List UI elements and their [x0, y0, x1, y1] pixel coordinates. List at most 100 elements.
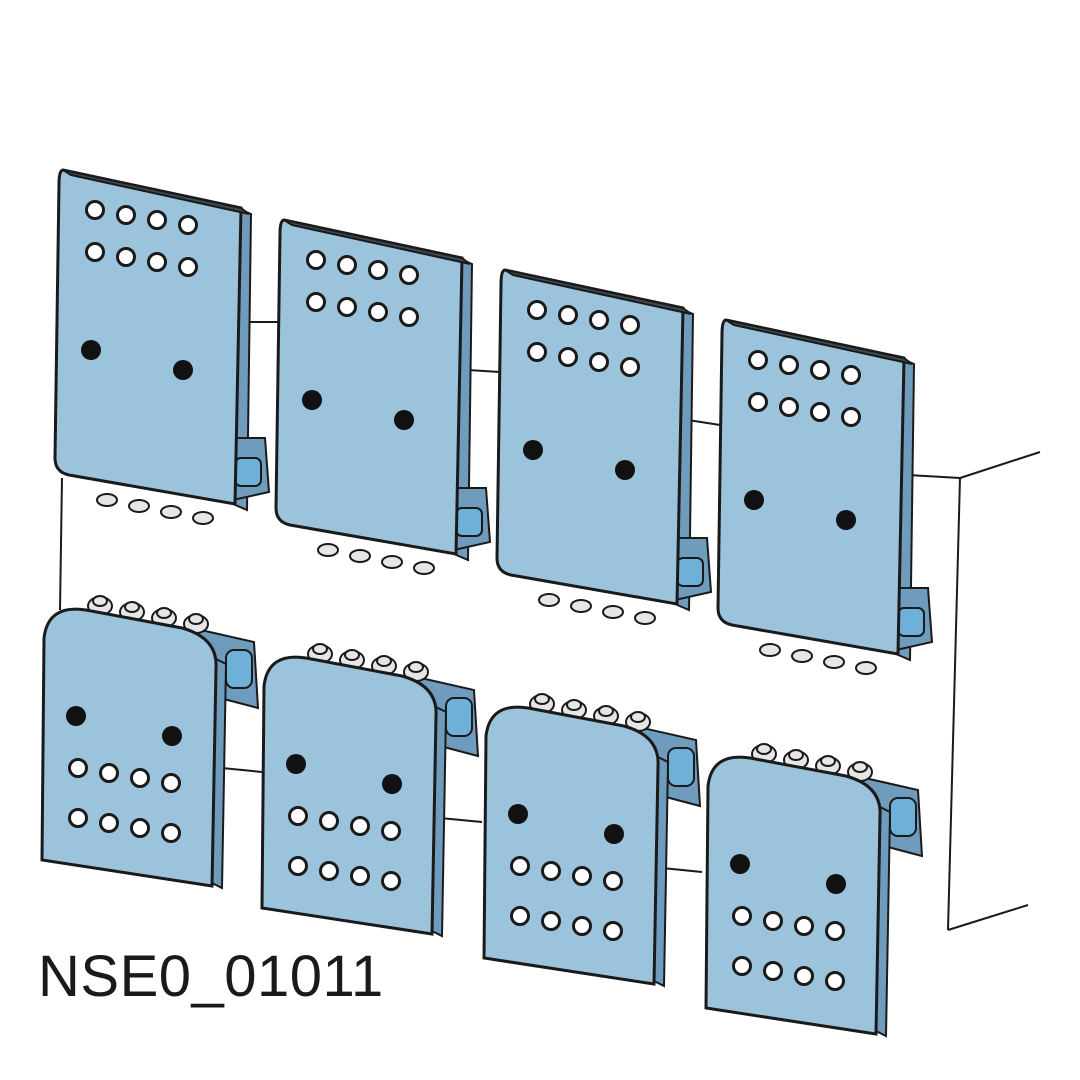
mounting-hole	[763, 961, 783, 981]
bolt-hole	[508, 804, 528, 824]
plate-lug-face	[676, 557, 704, 587]
mounting-hole	[572, 866, 592, 886]
plate-lug-face	[225, 649, 253, 689]
mounting-hole	[381, 871, 401, 891]
mounting-hole	[748, 392, 768, 412]
nut-top	[188, 613, 204, 625]
mounting-hole	[399, 265, 419, 285]
bolt-hole	[302, 390, 322, 410]
mounting-hole	[68, 808, 88, 828]
mounting-hole	[620, 357, 640, 377]
mounting-hole	[288, 806, 308, 826]
mounting-hole	[319, 811, 339, 831]
lower-plate-3	[482, 693, 702, 988]
connector-wire	[221, 767, 263, 773]
mounting-hole	[763, 911, 783, 931]
bolt-hole	[523, 440, 543, 460]
mounting-hole	[399, 307, 419, 327]
mounting-hole	[589, 310, 609, 330]
upper-plate-4	[716, 318, 934, 675]
mounting-hole	[178, 215, 198, 235]
connector-wire	[907, 474, 961, 479]
bolt-hole	[604, 824, 624, 844]
nut	[791, 649, 813, 663]
bolt-hole	[286, 754, 306, 774]
plates-group	[40, 168, 934, 1038]
mounting-hole	[85, 242, 105, 262]
mounting-hole	[841, 407, 861, 427]
upper-plate-3	[495, 268, 713, 625]
mounting-hole	[288, 856, 308, 876]
connector-wire	[959, 451, 1041, 479]
nut	[570, 599, 592, 613]
nut-top	[788, 749, 804, 761]
mounting-hole	[147, 210, 167, 230]
mounting-hole	[130, 818, 150, 838]
nut	[128, 499, 150, 513]
bolt-hole	[730, 854, 750, 874]
nut	[96, 493, 118, 507]
plate-lug-face	[234, 457, 262, 487]
mounting-hole	[368, 302, 388, 322]
nut	[759, 643, 781, 657]
nut-top	[408, 661, 424, 673]
nut	[823, 655, 845, 669]
nut-top	[376, 655, 392, 667]
plate-top-edge	[283, 219, 471, 265]
nut	[349, 549, 371, 563]
mounting-hole	[825, 971, 845, 991]
lower-plate-1	[40, 595, 260, 890]
mounting-hole	[558, 305, 578, 325]
mounting-hole	[841, 365, 861, 385]
mounting-hole	[116, 247, 136, 267]
plate-top-edge	[725, 319, 913, 365]
bolt-hole	[615, 460, 635, 480]
lower-plate-2	[260, 643, 480, 938]
mounting-hole	[161, 823, 181, 843]
mounting-hole	[794, 966, 814, 986]
bolt-hole	[162, 726, 182, 746]
mounting-hole	[748, 350, 768, 370]
mounting-hole	[825, 921, 845, 941]
plate-lug-face	[897, 607, 925, 637]
mounting-hole	[147, 252, 167, 272]
nut	[602, 605, 624, 619]
nut	[192, 511, 214, 525]
mounting-hole	[161, 773, 181, 793]
mounting-hole	[306, 250, 326, 270]
nut-top	[534, 693, 550, 705]
mounting-hole	[368, 260, 388, 280]
mounting-hole	[99, 763, 119, 783]
mounting-hole	[810, 402, 830, 422]
mounting-hole	[510, 906, 530, 926]
plate-lug-face	[667, 747, 695, 787]
mounting-hole	[572, 916, 592, 936]
mounting-hole	[810, 360, 830, 380]
plate-face	[40, 607, 218, 888]
mounting-hole	[99, 813, 119, 833]
bolt-hole	[826, 874, 846, 894]
connector-wire	[947, 477, 961, 931]
connector-wire	[661, 867, 703, 873]
nut	[634, 611, 656, 625]
bolt-hole	[394, 410, 414, 430]
nut	[160, 505, 182, 519]
plate-face	[260, 655, 438, 936]
mounting-hole	[779, 397, 799, 417]
nut	[381, 555, 403, 569]
mounting-hole	[350, 866, 370, 886]
nut-top	[124, 601, 140, 613]
bolt-hole	[744, 490, 764, 510]
connector-wire	[59, 477, 63, 611]
nut	[317, 543, 339, 557]
mounting-hole	[603, 871, 623, 891]
plate-top-edge	[504, 269, 692, 315]
mounting-hole	[589, 352, 609, 372]
plate-top-edge	[62, 169, 250, 215]
connector-wire	[439, 817, 483, 823]
mounting-hole	[337, 297, 357, 317]
mounting-hole	[541, 861, 561, 881]
upper-plate-1	[53, 168, 271, 525]
mounting-hole	[558, 347, 578, 367]
plate-face	[704, 755, 882, 1036]
